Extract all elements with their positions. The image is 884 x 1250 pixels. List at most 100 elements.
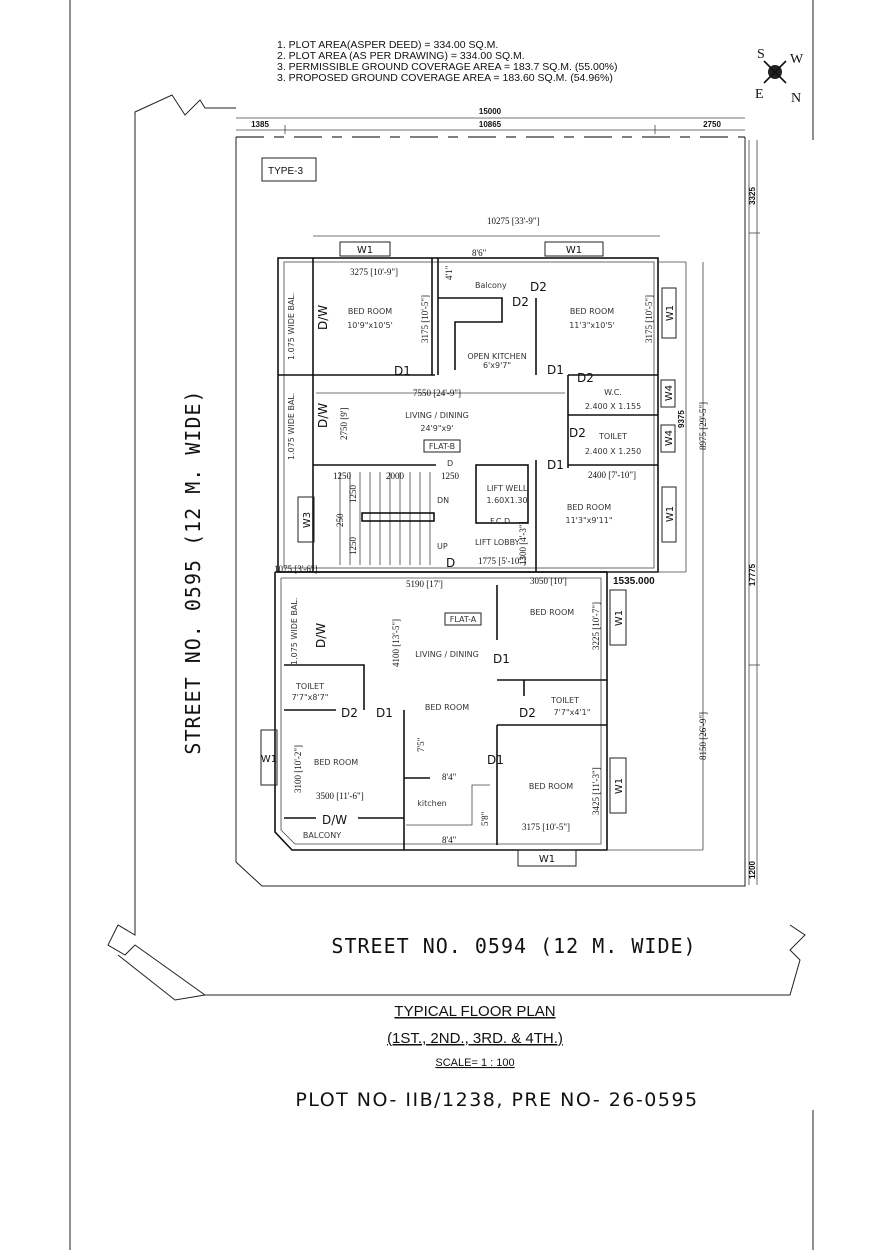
compass-north: N [791,91,801,106]
dim-label: 2000 [386,471,405,481]
room-label: TOILET [295,682,324,691]
room-label: BED ROOM [348,307,392,316]
door-label: D1 [547,363,564,377]
door-label: D2 [519,706,536,720]
room-label: F.C.D [490,517,510,526]
dim-top-setback: 3325 [748,187,757,205]
dim-label: 250 [335,513,345,527]
room-size: 7'7"x8'7" [292,693,329,702]
dim-label: 4100 [13'-5"] [391,619,401,667]
door-label: D/W [322,813,347,827]
flat-tag-box [423,439,461,453]
window-w1 [260,729,278,786]
dim-label: 9375 [677,410,686,428]
room-label: BALCONY [303,831,341,840]
window-w1 [517,849,577,867]
compass-west: W [790,52,804,67]
dim-right-setback: 2750 [703,120,721,129]
dim-label: 1300 [4'-3"] [518,521,528,565]
room-size: 24'9"x9' [420,424,453,433]
dim-label: 1250 [348,537,358,556]
dim-bottom-setback: 1200 [748,861,757,879]
dim-label: 5190 [17'] [406,579,443,589]
flat-tag-box [444,612,482,626]
dim-label: 1250 [441,471,460,481]
door-label: D1 [493,652,510,666]
dim-label: 3225 [10'-7"] [591,602,601,650]
window-w1 [544,241,604,257]
room-label: TOILET [598,432,627,441]
type-label-box [261,157,317,182]
street-outlines [107,94,806,1001]
window-w1 [661,486,677,543]
window-label: W1 [665,506,676,522]
room-label: kitchen [417,799,446,808]
door-label: D/W [316,403,330,428]
door-label: D1 [487,753,504,767]
room-label: BED ROOM [425,703,469,712]
window-w1 [661,287,677,339]
dim-left-setback: 1385 [251,120,269,129]
dim-label: 3425 [11'-3"] [591,767,601,815]
window-w1 [609,589,627,646]
room-size: 2.400 X 1.250 [585,447,641,456]
dim-label: 8975 [29'-5"] [698,402,708,450]
room-label: TOILET [550,696,579,705]
dim-label: 1535.000 [613,576,655,587]
dim-label: 7550 [24'-9"] [413,388,461,398]
street-left-label: STREET NO. 0595 (12 M. WIDE) [181,389,205,754]
room-size: 6'x9'7" [483,361,511,370]
building-walls [274,235,704,851]
drawing-floors: (1ST., 2ND., 3RD. & 4TH.) [387,1030,563,1047]
room-label: BED ROOM [530,608,574,617]
dim-plot-width: 15000 [479,107,502,116]
window-label: W1 [665,305,676,321]
room-label: LIFT WELL [487,484,528,493]
room-label: Balcony [475,281,507,290]
dim-label: 2750 [9'] [339,408,349,440]
door-label: D2 [569,426,586,440]
dim-label: 3275 [10'-9"] [350,267,398,277]
window-label: W1 [614,610,625,626]
room-size: 11'3"x9'11" [565,516,612,525]
type-label: TYPE-3 [268,166,303,177]
dim-label: 1250 [333,471,352,481]
dim-label: 10275 [33'-9"] [487,216,540,226]
room-label: LIVING / DINING [415,650,479,659]
window-w1 [339,241,391,257]
balcony-label: 1.075 WIDE BAL. [287,393,296,460]
door-label: D1 [376,706,393,720]
dim-label: 3050 [10'] [530,576,567,586]
plot-boundary [235,136,746,887]
door-label: D1 [394,364,411,378]
compass-south: S [757,47,765,62]
window-label: W3 [302,512,313,528]
note-line: 3. PERMISSIBLE GROUND COVERAGE AREA = 18… [277,61,618,73]
door-label: D [446,556,455,570]
dim-label: 3175 [10'-5"] [420,295,430,343]
dim-label: 7'5" [416,737,426,752]
window-w4 [660,379,676,408]
room-label: OPEN KITCHEN [467,352,526,361]
plot-number: PLOT NO- IIB/1238, PRE NO- 26-0595 [295,1089,698,1111]
door-label: D/W [314,623,328,648]
note-line: 1. PLOT AREA(ASPER DEED) = 334.00 SQ.M. [277,39,498,51]
dim-plot-depth: 17775 [748,563,757,586]
room-size: 11'3"x10'5' [569,321,615,330]
dim-label: 8'6" [472,248,487,258]
room-label: BED ROOM [567,503,611,512]
street-bottom-label: STREET NO. 0594 (12 M. WIDE) [331,934,696,958]
room-label: BED ROOM [570,307,614,316]
dim-label: 1250 [348,485,358,504]
room-label: BED ROOM [314,758,358,767]
plot-dimension-lines [236,117,760,885]
door-label: D2 [530,280,547,294]
window-label: W4 [664,430,675,446]
note-line: 2. PLOT AREA (AS PER DRAWING) = 334.00 S… [277,50,525,62]
flat-b-labels: 10275 [33'-9"] 8'6" 3275 [10'-9"] 4'1" B… [287,216,708,570]
dim-label: 3175 [10'-5"] [522,822,570,832]
room-label: LIFT LOBBY [475,538,520,547]
room-label: W.C. [604,388,622,397]
door-label: D2 [341,706,358,720]
